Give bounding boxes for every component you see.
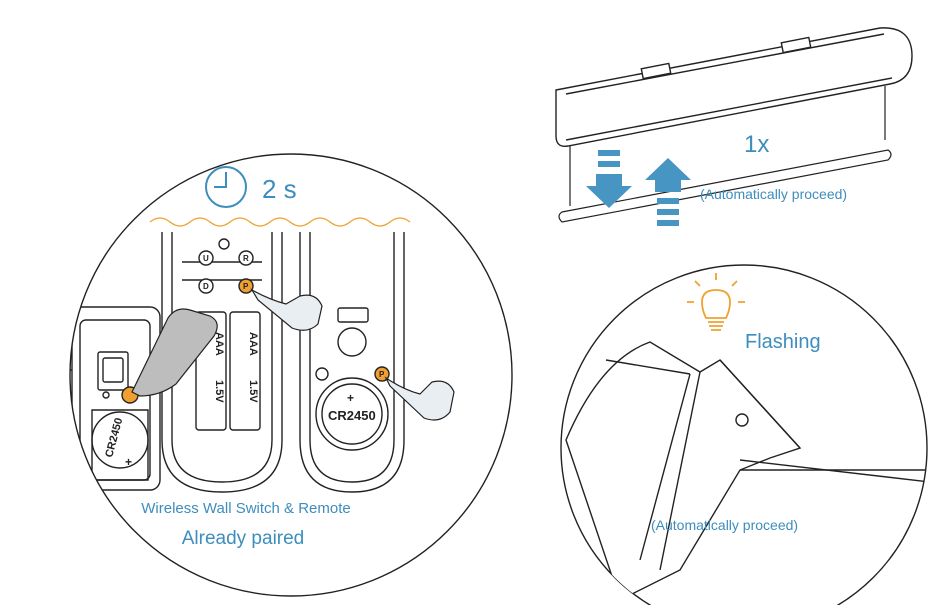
remote-coin-label: CR2450: [328, 408, 376, 423]
battery-1-voltage: 1.5V: [213, 380, 225, 403]
device-caption: Wireless Wall Switch & Remote: [141, 500, 351, 517]
battery-2-label: AAA: [247, 332, 259, 356]
hand-pressing-wall-switch-icon: [131, 308, 218, 397]
svg-text:D: D: [203, 282, 209, 291]
timer-label: 2 s: [262, 174, 297, 204]
roller-shade-fabric: [558, 86, 892, 223]
switch-button-up: U: [198, 250, 214, 266]
hand-pressing-switch-pair-icon: [250, 288, 323, 331]
status-caption: Already paired: [182, 528, 305, 549]
svg-text:P: P: [379, 370, 385, 379]
left-step-panel: CR2450 + U D R: [69, 153, 513, 597]
switch-button-down: D: [198, 278, 214, 294]
top-right-shade-panel: 1x (Automatically proceed): [555, 27, 913, 226]
remote-coin-sign: +: [347, 391, 354, 405]
up-arrow-icon: [645, 158, 691, 226]
battery-1-label: AAA: [213, 332, 225, 356]
clock-icon: [205, 166, 247, 208]
svg-text:U: U: [203, 254, 209, 263]
remote-back: [299, 232, 405, 493]
hand-pressing-remote-pair-icon: [384, 376, 455, 421]
wall-switch-coin-sign: +: [125, 455, 132, 469]
svg-text:R: R: [243, 254, 249, 263]
indicator-label: Flashing: [745, 331, 821, 353]
switch-button-reset: R: [238, 250, 254, 266]
roller-shade-headrail: [555, 27, 913, 147]
lightbulb-icon: [687, 273, 745, 331]
battery-2-voltage: 1.5V: [247, 380, 259, 403]
repeat-count-label: 1x: [744, 131, 769, 158]
svg-text:P: P: [243, 282, 249, 291]
wall-switch-front: [70, 306, 161, 491]
remote-side-button: [315, 367, 329, 381]
switch-button-pair: P: [238, 278, 254, 294]
left-circle-outline: [69, 153, 513, 597]
bottom-right-step-panel: Flashing (Automatically proceed): [560, 264, 928, 605]
top-proceed-label: (Automatically proceed): [700, 186, 847, 202]
bottom-proceed-label: (Automatically proceed): [651, 517, 798, 533]
wavy-cut-line: [149, 217, 411, 227]
down-arrow-icon: [586, 150, 632, 208]
